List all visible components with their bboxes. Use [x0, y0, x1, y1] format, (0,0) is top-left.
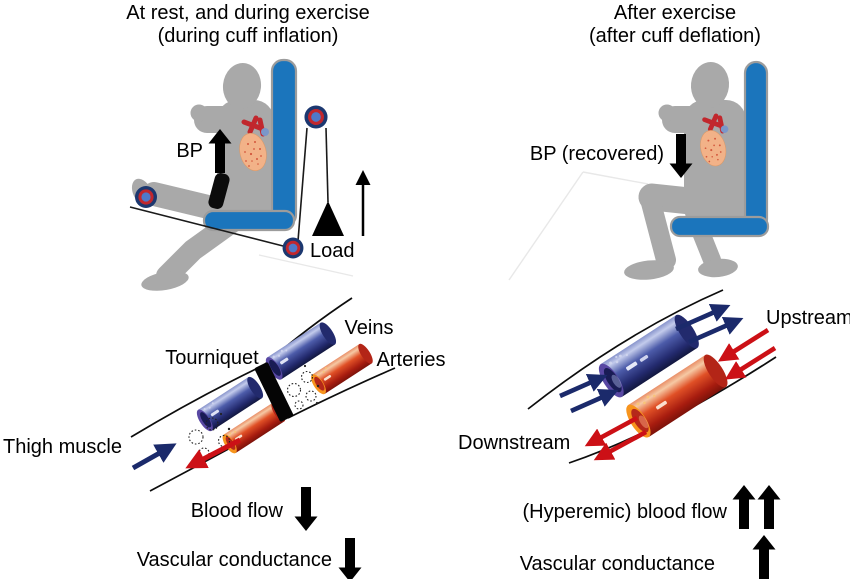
downstream-label: Downstream [458, 432, 570, 454]
fist [658, 104, 676, 122]
thigh-muscle-label: Thigh muscle [3, 436, 122, 458]
right-panel: After exercise (after cuff deflation) BP… [458, 2, 850, 579]
pulley-cables [129, 127, 329, 248]
blood-flow-down-arrow [294, 487, 318, 531]
artery-proximal [311, 343, 373, 395]
vein-distal [196, 376, 264, 432]
chair-seat [669, 215, 770, 238]
artery-large [626, 354, 728, 438]
tourniquet-label: Tourniquet [165, 347, 259, 369]
ankle-pulley-icon [135, 186, 157, 208]
bp-recovered-label: BP (recovered) [530, 143, 664, 165]
hyperemic-blood-flow-label: (Hyperemic) blood flow [522, 501, 727, 523]
venous-flow-arrows [559, 303, 744, 414]
vascular-conductance-label-right: Vascular conductance [520, 553, 715, 575]
arterial-flow-arrows [584, 328, 777, 461]
upstream-label: Upstream [766, 307, 850, 329]
floor-lines-right [508, 171, 649, 281]
floor-line-left [258, 254, 354, 277]
vein-large [598, 314, 699, 398]
venous-inflow-arrow [131, 443, 177, 471]
vascular-conductance-up-arrow [752, 535, 776, 579]
vascular-conductance-label-left: Vascular conductance [137, 549, 332, 571]
hyperemic-up-arrow-1 [732, 485, 756, 529]
top-pulley-icon [304, 105, 328, 129]
floor-foot [141, 271, 189, 291]
right-chair [669, 60, 770, 238]
load-weight [312, 201, 344, 236]
vascular-conductance-down-arrow [338, 538, 362, 579]
blood-flow-label-left: Blood flow [191, 500, 284, 522]
left-panel: At rest, and during exercise (during cuf… [3, 2, 445, 579]
chair-seat [202, 209, 296, 232]
hyperemic-up-arrow-2 [757, 485, 781, 529]
vein-proximal [265, 322, 337, 380]
rear-foot [698, 258, 738, 278]
bottom-pulley-icon [282, 237, 304, 259]
chair-back [743, 60, 769, 232]
left-title-line1: At rest, and during exercise [126, 2, 369, 24]
right-vessel-diagram: Upstream Downstream [458, 289, 850, 464]
arm [194, 106, 254, 133]
tourniquet-band [254, 362, 294, 422]
arteries-label: Arteries [377, 349, 446, 371]
right-title-line1: After exercise [614, 2, 736, 24]
load-label: Load [310, 240, 355, 262]
occlusion-cuff [208, 173, 230, 209]
arm [662, 106, 720, 133]
shin [640, 189, 676, 270]
left-chair [202, 58, 298, 232]
right-title-line2: (after cuff deflation) [589, 25, 761, 47]
head [222, 63, 262, 109]
front-foot [624, 260, 674, 280]
arterial-outflow-arrow [185, 437, 242, 469]
bent-leg [156, 211, 243, 287]
fist [190, 104, 208, 122]
head [690, 62, 730, 108]
chair-back [270, 58, 298, 228]
left-vessel-diagram: Tourniquet Veins Arteries Thigh muscle [3, 297, 446, 492]
veins-label: Veins [345, 317, 394, 339]
left-person-silhouette [131, 63, 274, 291]
left-title-line2: (during cuff inflation) [158, 25, 339, 47]
bp-label: BP [176, 140, 203, 162]
